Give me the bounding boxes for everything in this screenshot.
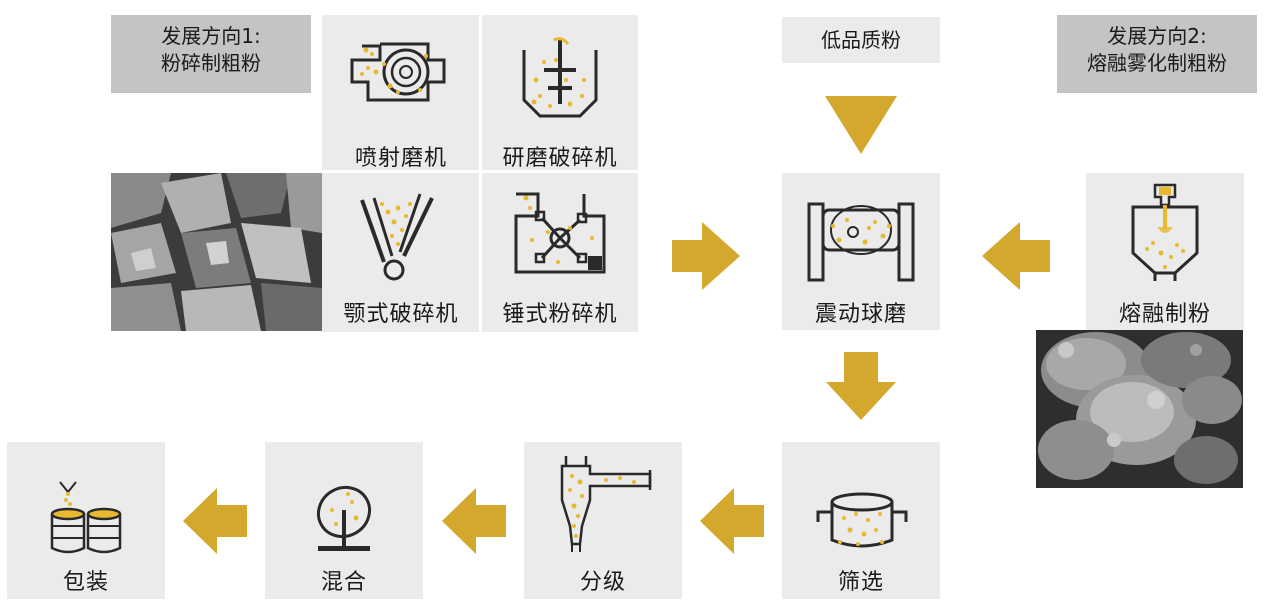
jet-mill-icon	[340, 38, 460, 118]
direction-1-line1: 发展方向1:	[161, 24, 261, 48]
hammer-crusher-icon	[508, 188, 612, 278]
classifying-label: 分级	[579, 570, 626, 595]
screening-label: 筛选	[837, 570, 884, 595]
classifying-cyclone-icon	[558, 452, 658, 556]
arrow-left-1	[982, 222, 1050, 290]
arrow-down-1	[825, 96, 897, 154]
packaging-box	[7, 442, 165, 599]
arrow-left-2	[700, 488, 764, 554]
atomized-particle-photo	[1036, 330, 1243, 488]
grid-divider-horizontal	[322, 170, 638, 173]
crushed-particle-photo	[111, 173, 322, 331]
direction-2-label: 发展方向2: 熔融雾化制粗粉	[1057, 15, 1257, 93]
melt-atomizer-icon	[1125, 183, 1205, 283]
vibration-mill-icon	[803, 190, 919, 282]
arrow-left-3	[442, 488, 506, 554]
arrow-right-1	[672, 222, 740, 290]
grinding-crusher-label: 研磨破碎机	[502, 146, 618, 171]
arrow-left-4	[183, 488, 247, 554]
classifying-box	[524, 442, 682, 599]
screening-box	[782, 442, 940, 599]
direction-2-line1: 发展方向2:	[1107, 24, 1207, 48]
direction-1-line2: 粉碎制粗粉	[161, 51, 261, 75]
hammer-crusher-label: 锤式粉碎机	[502, 302, 618, 327]
jaw-crusher-label: 颚式破碎机	[343, 302, 459, 327]
arrow-down-2	[826, 352, 896, 420]
screening-icon	[812, 490, 912, 554]
mixing-label: 混合	[320, 570, 367, 595]
packaging-cans-icon	[46, 480, 126, 556]
vibration-mill-label: 震动球磨	[814, 302, 907, 327]
jaw-crusher-icon	[352, 190, 442, 282]
packaging-label: 包装	[62, 570, 109, 595]
low-quality-powder-label: 低品质粉	[782, 17, 940, 63]
melt-powder-label: 熔融制粉	[1118, 302, 1211, 327]
grinding-crusher-icon	[510, 36, 610, 126]
direction-1-label: 发展方向1: 粉碎制粗粉	[111, 15, 311, 93]
crusher-grid	[322, 15, 638, 332]
direction-2-line2: 熔融雾化制粗粉	[1087, 51, 1227, 75]
melt-powder-box	[1086, 173, 1244, 330]
jet-mill-label: 喷射磨机	[354, 146, 447, 171]
mixing-drum-icon	[308, 480, 380, 556]
grid-divider-vertical	[479, 15, 482, 332]
